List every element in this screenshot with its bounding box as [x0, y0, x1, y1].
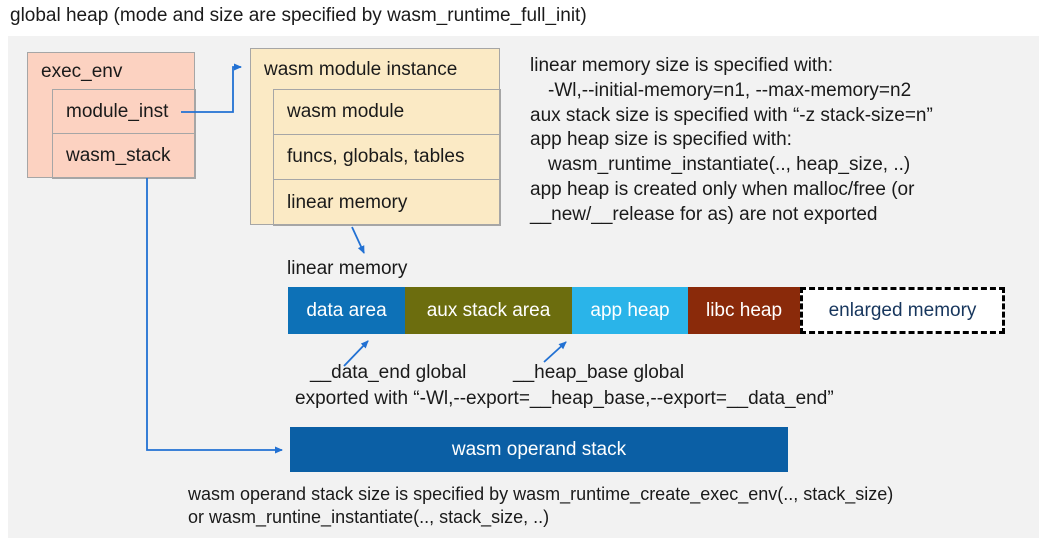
heap-base-global-label: __heap_base global: [513, 362, 685, 383]
exec-env-title: exec_env: [41, 60, 123, 82]
note-line: __new/__release for as) are not exported: [530, 203, 878, 225]
exec-env-box: exec_env module_inst wasm_stack: [27, 52, 196, 179]
note-line: app heap is created only when malloc/fre…: [530, 178, 915, 200]
linear-memory-label: linear memory: [287, 258, 408, 279]
module-instance-field-wasm-module: wasm module: [273, 89, 501, 135]
segment-aux-stack-area: aux stack area: [405, 287, 572, 334]
note-line: aux stack size is specified with “-z sta…: [530, 104, 933, 126]
segment-enlarged-memory: enlarged memory: [800, 287, 1005, 334]
operand-stack-note-line-1: wasm operand stack size is specified by …: [188, 484, 894, 504]
data-end-global-label: __data_end global: [310, 362, 467, 383]
note-line: linear memory size is specified with:: [530, 55, 834, 76]
note-line: app heap size is specified with:: [530, 129, 792, 151]
segment-app-heap: app heap: [572, 287, 688, 334]
module-instance-title: wasm module instance: [264, 58, 458, 80]
module-instance-box: wasm module instance wasm module funcs, …: [250, 48, 501, 226]
export-note: exported with “-Wl,--export=__heap_base,…: [295, 388, 834, 409]
note-line: -Wl,--initial-memory=n1, --max-memory=n2: [548, 79, 912, 101]
module-instance-field-funcs-globals-tables: funcs, globals, tables: [273, 134, 501, 180]
wasm-operand-stack-bar: wasm operand stack: [290, 427, 788, 472]
operand-stack-note-line-2: or wasm_runtine_instantiate(.., stack_si…: [188, 507, 550, 527]
exec-env-field-module-inst: module_inst: [52, 89, 196, 134]
module-instance-field-linear-memory: linear memory: [273, 179, 501, 226]
operand-stack-notes: wasm operand stack size is specified by …: [188, 483, 1038, 529]
note-line: wasm_runtime_instantiate(.., heap_size, …: [548, 154, 911, 176]
linear-memory-bar: data area aux stack area app heap libc h…: [288, 287, 1005, 334]
memory-size-notes: linear memory size is specified with: -W…: [530, 54, 1030, 228]
exec-env-field-wasm-stack: wasm_stack: [52, 133, 196, 179]
segment-data-area: data area: [288, 287, 405, 334]
segment-libc-heap: libc heap: [688, 287, 800, 334]
page-title: global heap (mode and size are specified…: [10, 5, 587, 26]
